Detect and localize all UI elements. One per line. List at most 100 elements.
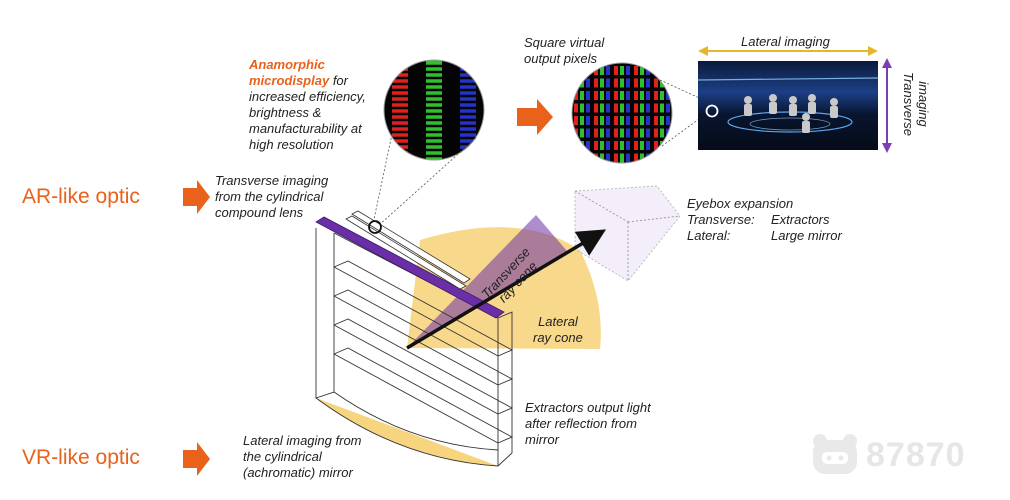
transverse-cyl-label: Transverse imaging from the cylindrical … <box>215 173 329 220</box>
subpixel <box>654 153 658 163</box>
subpixel <box>586 116 590 125</box>
subpixel <box>634 66 638 75</box>
subpixel <box>634 103 638 113</box>
subpixel <box>626 116 630 125</box>
subpixel <box>666 153 670 163</box>
vr-pointer-arrow-icon <box>183 442 210 476</box>
subpixel <box>620 78 624 88</box>
subpixel <box>666 78 670 88</box>
subpixel <box>574 91 578 100</box>
subpixel <box>660 153 664 163</box>
subpixel <box>600 128 604 138</box>
subpixel <box>626 141 630 150</box>
subpixel <box>654 78 658 88</box>
subpixel <box>586 141 590 150</box>
subpixel <box>594 116 598 125</box>
subpixel <box>614 78 618 88</box>
subpixel <box>614 116 618 125</box>
subpixel <box>640 141 644 150</box>
subpixel <box>580 91 584 100</box>
subpixel <box>620 103 624 113</box>
lateral-cone-label-2: ray cone <box>533 330 583 345</box>
subpixel <box>600 116 604 125</box>
subpixel <box>634 141 638 150</box>
waveguide-optic <box>315 228 514 467</box>
subpixel <box>574 141 578 150</box>
subpixel <box>580 103 584 113</box>
subpixel <box>594 103 598 113</box>
subpixel <box>654 103 658 113</box>
subpixel <box>600 141 604 150</box>
square-pixels-magnified <box>571 62 673 164</box>
microdisplay-location-marker <box>368 220 382 234</box>
subpixel <box>620 141 624 150</box>
subpixel <box>600 103 604 113</box>
chief-ray-arrow-icon <box>406 229 607 350</box>
subpixel <box>606 128 610 138</box>
anamorphic-rest: for increased efficiency, brightness & m… <box>249 73 366 152</box>
subpixel <box>614 103 618 113</box>
subpixel <box>654 128 658 138</box>
transverse-imaging-arrow-icon <box>882 58 892 153</box>
subpixel <box>614 128 618 138</box>
subpixel <box>586 103 590 113</box>
subpixel <box>640 91 644 100</box>
subpixel <box>620 91 624 100</box>
subpixel <box>586 78 590 88</box>
subpixel <box>654 66 658 75</box>
watermark-logo-icon <box>813 434 857 474</box>
subpixel <box>620 116 624 125</box>
transverse-imaging-label-1: Transverse <box>901 72 916 136</box>
subpixel <box>646 103 650 113</box>
vr-scene-image <box>697 61 879 150</box>
subpixel <box>666 116 670 125</box>
subpixel <box>586 91 590 100</box>
subpixel <box>626 91 630 100</box>
ar-pointer-arrow-icon <box>183 180 210 214</box>
subpixel <box>586 153 590 163</box>
lateral-cone-label-1: Lateral <box>538 314 578 329</box>
subpixel <box>634 128 638 138</box>
subpixel <box>606 153 610 163</box>
subpixel <box>634 153 638 163</box>
subpixel <box>640 78 644 88</box>
subpixel <box>600 153 604 163</box>
subpixel <box>626 66 630 75</box>
subpixel <box>606 116 610 125</box>
subpixel <box>646 91 650 100</box>
subpixel <box>666 103 670 113</box>
flow-arrow-icon <box>517 99 553 135</box>
eyebox-lateral-value: Large mirror <box>771 228 842 243</box>
eyebox-transverse-key: Transverse: <box>687 212 755 227</box>
eyebox-transverse-row: Transverse: Extractors <box>687 212 857 228</box>
subpixel <box>626 78 630 88</box>
subpixel <box>586 66 590 75</box>
subpixel <box>594 91 598 100</box>
square-pixels-label: Square virtual output pixels <box>524 35 605 66</box>
subpixel <box>660 66 664 75</box>
vr-optic-label: VR-like optic <box>22 446 140 469</box>
extractors-output-label: Extractors output light after reflection… <box>525 400 651 447</box>
eyebox-lateral-row: Lateral:Large mirror <box>687 228 857 244</box>
subpixel <box>626 103 630 113</box>
subpixel <box>600 91 604 100</box>
subpixel <box>614 141 618 150</box>
eyebox-transverse-value: Extractors <box>771 212 830 227</box>
subpixel <box>620 128 624 138</box>
eyebox-volume <box>574 185 681 282</box>
subpixel <box>586 128 590 138</box>
subpixel <box>580 116 584 125</box>
anamorphic-description: Anamorphic microdisplay for increased ef… <box>249 57 389 153</box>
subpixel <box>606 141 610 150</box>
subpixel <box>666 66 670 75</box>
subpixel <box>654 141 658 150</box>
eyebox-label-block: Eyebox expansion Transverse:Extractors L… <box>687 196 857 244</box>
transverse-imaging-label-2: imaging <box>916 81 931 127</box>
subpixel <box>614 91 618 100</box>
subpixel <box>580 153 584 163</box>
subpixel <box>594 141 598 150</box>
subpixel <box>634 78 638 88</box>
subpixel <box>646 128 650 138</box>
subpixel <box>606 78 610 88</box>
